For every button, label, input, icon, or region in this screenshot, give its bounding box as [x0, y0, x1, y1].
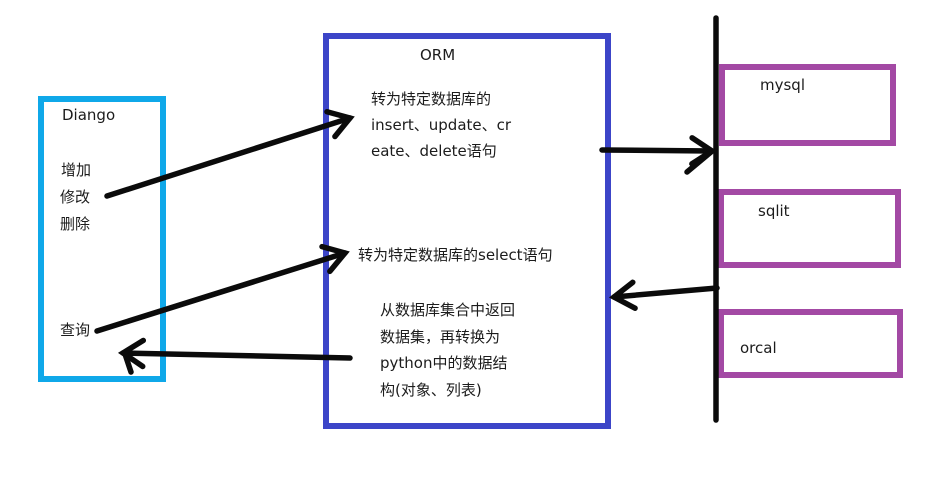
arrow-databases-to-orm	[608, 279, 720, 311]
orm-result-note-line4: 构(对象、列表)	[380, 380, 482, 399]
orm-title: ORM	[420, 46, 456, 64]
django-item-modify: 修改	[60, 188, 91, 206]
django-title: Diango	[62, 106, 116, 124]
django-item-delete: 删除	[60, 215, 91, 233]
orcal-label: orcal	[740, 339, 777, 357]
arrow-orm-to-databases-barb	[684, 149, 714, 175]
django-item-add: 增加	[61, 161, 92, 179]
django-box	[38, 96, 166, 382]
orm-box	[323, 33, 611, 429]
sqlit-box	[718, 189, 901, 268]
django-item-query: 查询	[60, 321, 91, 339]
orm-insert-note: 转为特定数据库的 insert、update、cr eate、delete语句	[371, 86, 511, 164]
orm-result-note: 从数据库集合中返回 数据集，再转换为 python中的数据结 构(对象、列表)	[380, 297, 515, 403]
orcal-box	[718, 309, 903, 378]
orm-insert-note-line1: 转为特定数据库的	[371, 90, 492, 108]
orm-insert-note-line2: insert、update、cr	[371, 116, 512, 134]
sqlit-label: sqlit	[758, 202, 790, 220]
mysql-label: mysql	[760, 76, 805, 94]
orm-select-note: 转为特定数据库的select语句	[358, 246, 553, 264]
arrow-orm-to-databases	[599, 135, 718, 167]
mysql-box	[719, 64, 896, 146]
orm-result-note-line3: python中的数据结	[380, 354, 508, 372]
orm-result-note-line2: 数据集，再转换为	[380, 327, 501, 346]
orm-insert-note-line3: eate、delete语句	[371, 142, 497, 160]
orm-result-note-line1: 从数据库集合中返回	[380, 301, 516, 319]
